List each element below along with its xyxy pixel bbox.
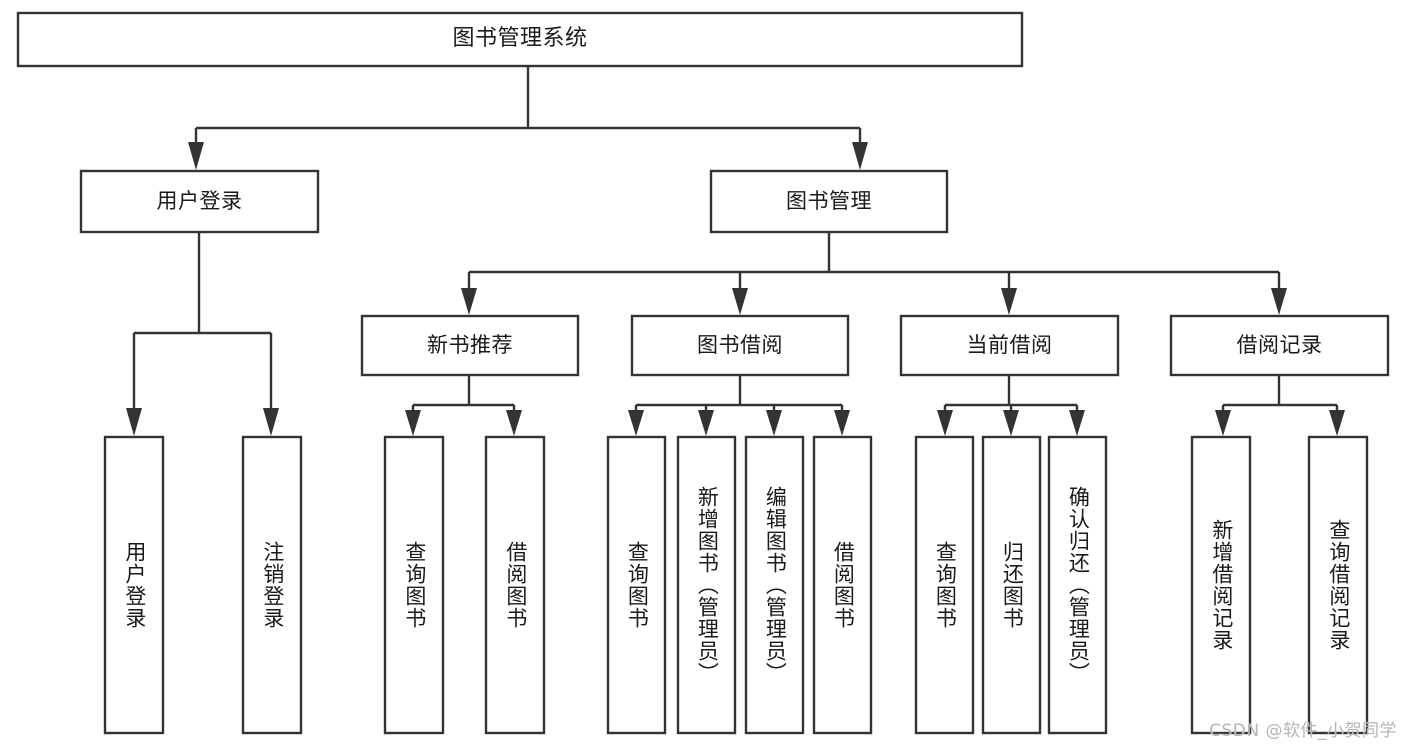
node-box-leaf-query-record[interactable] — [1307, 435, 1369, 735]
node-box-leaf-add-record[interactable] — [1190, 435, 1252, 735]
node-box-leaf-query-book-3[interactable] — [914, 435, 975, 735]
node-box-borrow-record[interactable] — [1169, 314, 1390, 377]
node-box-leaf-return-book[interactable] — [981, 435, 1042, 735]
connector-book-manage-to-level3 — [461, 232, 1287, 315]
node-box-user-login[interactable] — [79, 169, 320, 234]
connector-borrow-record-to-leaves — [1215, 375, 1345, 436]
node-box-leaf-confirm-return-admin[interactable] — [1047, 435, 1108, 735]
node-box-book-manage[interactable] — [709, 169, 949, 234]
watermark-text: CSDN @软件_小贺同学 — [1209, 721, 1397, 741]
node-box-new-book-rec[interactable] — [360, 314, 580, 377]
connector-book-borrow-to-leaves — [628, 375, 850, 436]
node-box-leaf-query-book-1[interactable] — [383, 435, 445, 735]
node-box-book-borrow[interactable] — [630, 314, 850, 377]
node-box-leaf-add-book-admin[interactable] — [676, 435, 737, 735]
node-box-current-borrow[interactable] — [899, 314, 1120, 377]
node-box-leaf-user-login[interactable] — [103, 435, 165, 735]
node-box-leaf-borrow-book-1[interactable] — [484, 435, 546, 735]
connector-user-login-to-leaves — [126, 232, 279, 436]
node-box-leaf-query-book-2[interactable] — [606, 435, 667, 735]
connector-root-to-level2 — [188, 66, 868, 170]
node-box-leaf-edit-book-admin[interactable] — [744, 435, 805, 735]
node-box-leaf-borrow-book-2[interactable] — [812, 435, 873, 735]
connector-new-book-rec-to-leaves — [405, 375, 522, 436]
node-box-root[interactable] — [16, 11, 1024, 68]
node-box-leaf-logout[interactable] — [241, 435, 303, 735]
connector-current-borrow-to-leaves — [937, 375, 1085, 436]
